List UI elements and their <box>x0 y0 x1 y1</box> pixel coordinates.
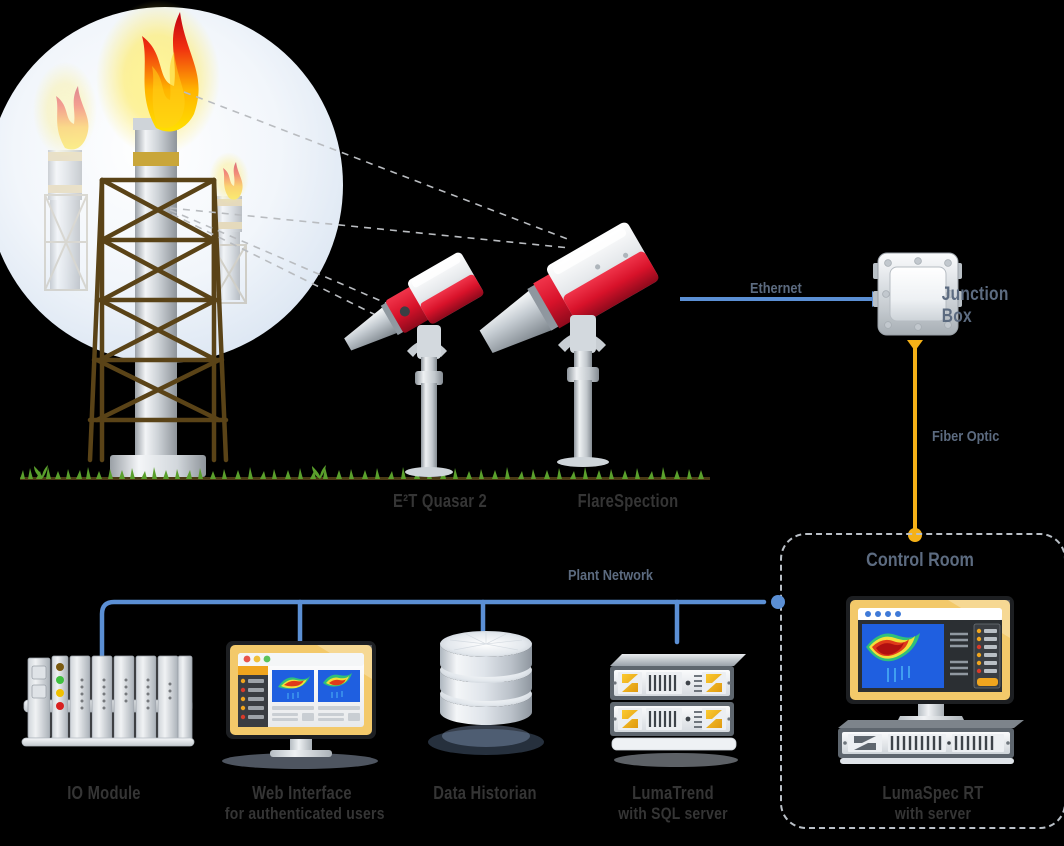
flare-stack-main <box>87 0 229 478</box>
flare-stack-left <box>33 62 97 291</box>
device-lumaspec-rt[interactable] <box>828 592 1038 772</box>
ethernet-line <box>680 297 880 301</box>
web-interface-label: Web Interface <box>252 783 352 803</box>
lumaspec-rt-label: LumaSpec RT <box>882 783 984 803</box>
label-data-historian: Data Historian <box>415 783 554 804</box>
control-room-boundary <box>780 533 1064 829</box>
label-ethernet: Ethernet <box>750 280 802 297</box>
fiber-endpoint-dot <box>908 528 922 542</box>
label-lumatrend: LumaTrend with SQL server <box>603 783 742 824</box>
camera-quasar-2-label: E²T Quasar 2 <box>392 491 488 511</box>
label-junction-box: Junction Box <box>942 284 1049 328</box>
label-plant-network: Plant Network <box>568 567 654 584</box>
sightlines <box>169 91 571 331</box>
fiber-optic-line <box>913 345 917 535</box>
lumaspec-server <box>838 720 1024 764</box>
camera-quasar-2[interactable] <box>344 195 505 485</box>
fiber-arrow <box>907 340 923 351</box>
thermal-image-1 <box>272 670 314 702</box>
thermal-image-2 <box>318 670 360 702</box>
label-camera-quasar-2: E²T Quasar 2 <box>358 491 522 512</box>
data-historian-label: Data Historian <box>433 783 537 803</box>
lumatrend-label: LumaTrend <box>632 783 714 803</box>
flare-stack-right <box>209 152 249 304</box>
junction-box-label-line2: Box <box>941 306 972 327</box>
camera-flarespection[interactable] <box>479 185 680 475</box>
label-io-module: IO Module <box>35 783 173 804</box>
label-lumaspec-rt: LumaSpec RT with server <box>855 783 1011 824</box>
lumatrend-sublabel: with SQL server <box>618 804 728 823</box>
thermal-image-main <box>862 624 944 688</box>
io-module-label: IO Module <box>67 783 141 803</box>
label-control-room: Control Room <box>866 550 974 571</box>
label-fiber-optic: Fiber Optic <box>932 428 1000 445</box>
lumaspec-rt-sublabel: with server <box>894 804 972 823</box>
camera-flarespection-label: FlareSpection <box>577 491 679 511</box>
flare-scene <box>0 0 343 478</box>
device-lumatrend[interactable] <box>600 640 760 770</box>
label-web-interface: Web Interface for authenticated users <box>224 783 385 824</box>
device-data-historian[interactable] <box>420 630 550 765</box>
device-web-interface[interactable] <box>212 635 392 770</box>
device-io-module[interactable] <box>10 640 200 770</box>
label-camera-flarespection: FlareSpection <box>546 491 710 512</box>
grass-strip <box>20 465 704 479</box>
junction-box-label-line1: Junction <box>941 284 1009 305</box>
web-interface-sublabel: for authenticated users <box>224 804 385 823</box>
junction-box[interactable] <box>860 243 980 353</box>
